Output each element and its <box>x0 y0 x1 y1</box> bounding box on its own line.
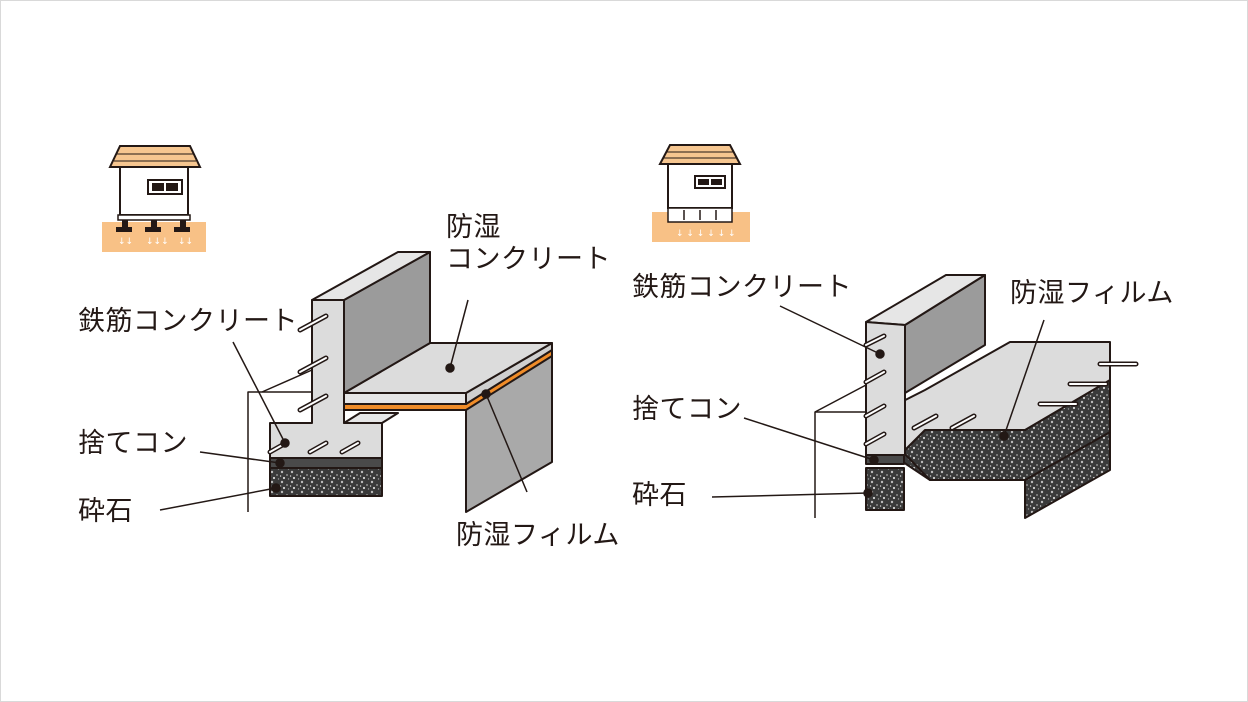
leader-lines-right <box>711 305 1045 498</box>
gravel-bed <box>865 467 905 511</box>
svg-text:↓↓: ↓↓ <box>178 237 193 247</box>
cross-section-left <box>247 251 553 513</box>
svg-text:↓↓↓: ↓↓↓ <box>146 237 169 247</box>
label-crushed-stone-right: 砕石 <box>632 480 687 511</box>
house-icon-right: ↓ ↓ ↓ ↓ ↓ ↓ <box>652 144 750 242</box>
label-leveling-concrete-right: 捨てコン <box>632 394 742 425</box>
cross-section-right <box>814 274 1139 519</box>
roof <box>108 145 202 168</box>
label-moisture-proof-concrete-1: 防湿 <box>446 212 501 243</box>
label-reinforced-concrete-left: 鉄筋コンクリート <box>78 306 298 337</box>
label-leveling-concrete-left: 捨てコン <box>78 428 188 459</box>
roof <box>658 144 742 165</box>
label-moisture-proof-concrete-2: コンクリート <box>446 244 611 275</box>
house-icon-left: ↓↓ ↓↓↓ ↓↓ <box>102 145 206 252</box>
label-crushed-stone-left: 砕石 <box>78 496 133 527</box>
svg-text:↓ ↓ ↓ ↓ ↓ ↓: ↓ ↓ ↓ ↓ ↓ ↓ <box>676 229 736 239</box>
label-reinforced-concrete-right: 鉄筋コンクリート <box>632 272 852 303</box>
leader-lines-left <box>159 299 528 511</box>
gravel-bed <box>269 467 383 497</box>
label-moisture-proof-film-right: 防湿フィルム <box>1010 278 1174 309</box>
label-moisture-proof-film-left: 防湿フィルム <box>456 520 620 551</box>
leveling-concrete <box>269 457 383 469</box>
svg-text:↓↓: ↓↓ <box>118 237 133 247</box>
